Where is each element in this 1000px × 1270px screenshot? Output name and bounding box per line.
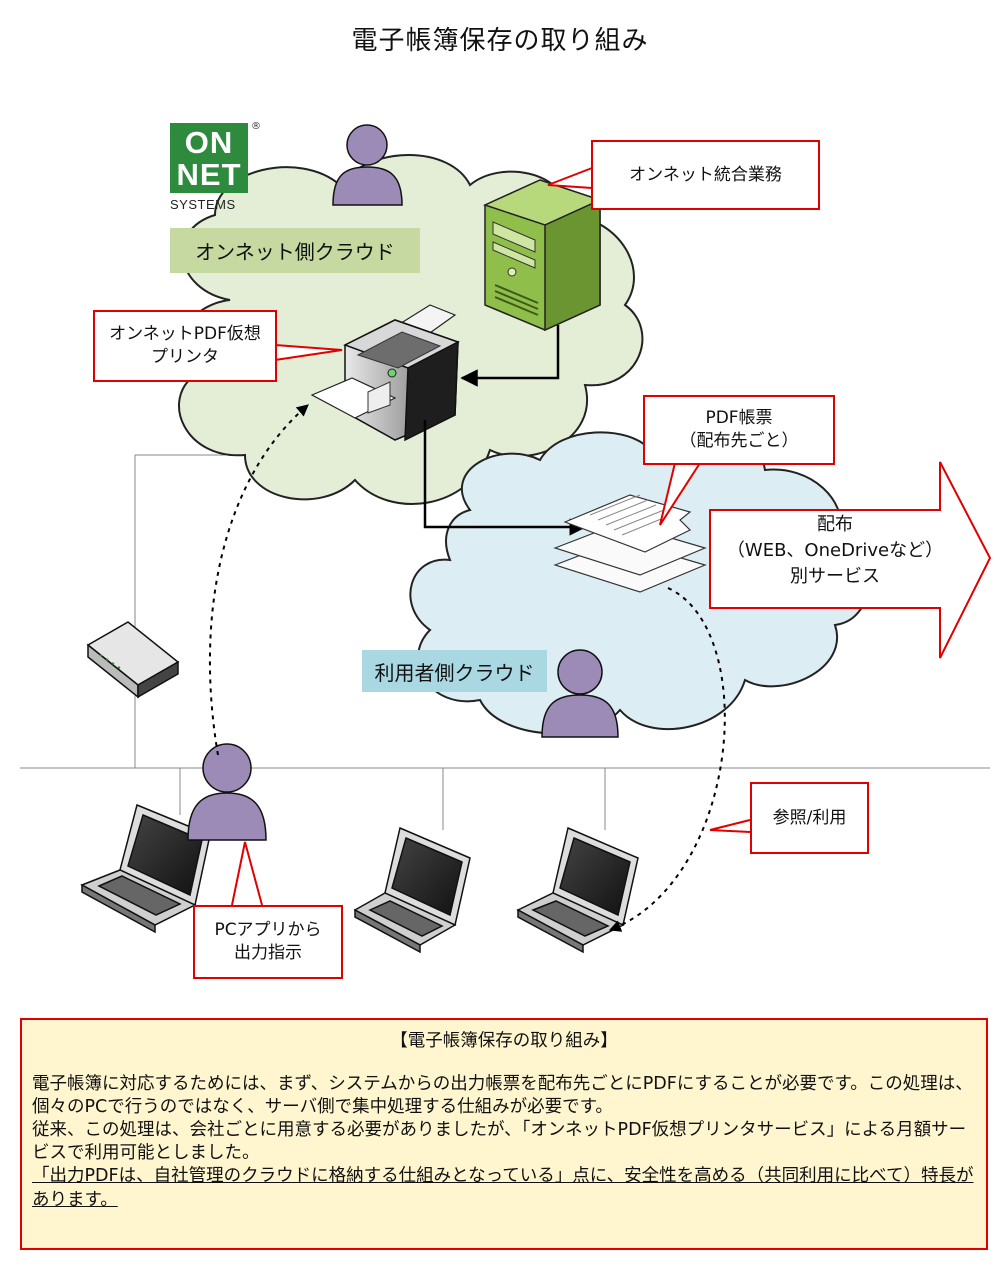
router-icon: [86, 621, 180, 699]
distribution-line3: 別サービス: [790, 566, 880, 588]
person-icon: [332, 124, 403, 206]
callout-integrated-operations: オンネット統合業務: [591, 140, 820, 210]
distribution-line2: （WEB、OneDriveなど）: [726, 540, 944, 562]
printer-icon: [310, 304, 460, 442]
architecture-diagram: [20, 124, 992, 954]
note-paragraph-2: 従来、この処理は、会社ごとに用意する必要がありましたが、「オンネットPDF仮想プ…: [32, 1120, 967, 1164]
laptop-icon: [80, 803, 211, 934]
logo-box: ON NET: [170, 123, 248, 193]
callout-pc-output: PCアプリから 出力指示: [193, 905, 343, 979]
person-icon: [187, 743, 267, 841]
pdf-documents-icon: [553, 494, 707, 593]
server-printer-connector: [460, 325, 560, 387]
person-icon: [541, 649, 619, 738]
description-note: 【電子帳簿保存の取り組み】 電子帳簿に対応するためには、まず、システムからの出力…: [20, 1018, 988, 1250]
callout-pdf-forms: PDF帳票 （配布先ごと）: [643, 395, 835, 465]
server-icon: [482, 179, 603, 332]
registered-mark: ®: [251, 121, 261, 132]
logo-line2: NET: [176, 157, 242, 192]
distribution-arrow: [709, 461, 992, 659]
note-paragraph-3: 「出力PDFは、自社管理のクラウドに格納する仕組みとなっている」点に、安全性を高…: [32, 1166, 974, 1210]
output-flow-line: [208, 404, 309, 756]
callout-virtual-printer: オンネットPDF仮想 プリンタ: [93, 310, 277, 382]
callout-pointers: [231, 167, 751, 906]
laptop-icon: [516, 826, 639, 954]
onnet-cloud-label: オンネット側クラウド: [170, 228, 420, 273]
printer-pdf-connector: [423, 420, 587, 536]
onnet-systems-logo: ON NET SYSTEMS ®: [170, 121, 261, 212]
distribution-label: 配布 （WEB、OneDriveなど） 別サービス: [720, 512, 950, 590]
logo-line1: ON: [184, 125, 234, 160]
note-paragraph-1: 電子帳簿に対応するためには、まず、システムからの出力帳票を配布先ごとにPDFにす…: [32, 1074, 973, 1118]
logo-subtitle: SYSTEMS: [170, 197, 236, 212]
page-title: 電子帳簿保存の取り組み: [351, 26, 649, 56]
user-cloud-label: 利用者側クラウド: [362, 650, 547, 692]
callout-reference: 参照/利用: [750, 782, 869, 854]
note-heading: 【電子帳簿保存の取り組み】: [390, 1031, 618, 1051]
laptop-icon: [353, 826, 471, 954]
distribution-line1: 配布: [817, 514, 853, 535]
